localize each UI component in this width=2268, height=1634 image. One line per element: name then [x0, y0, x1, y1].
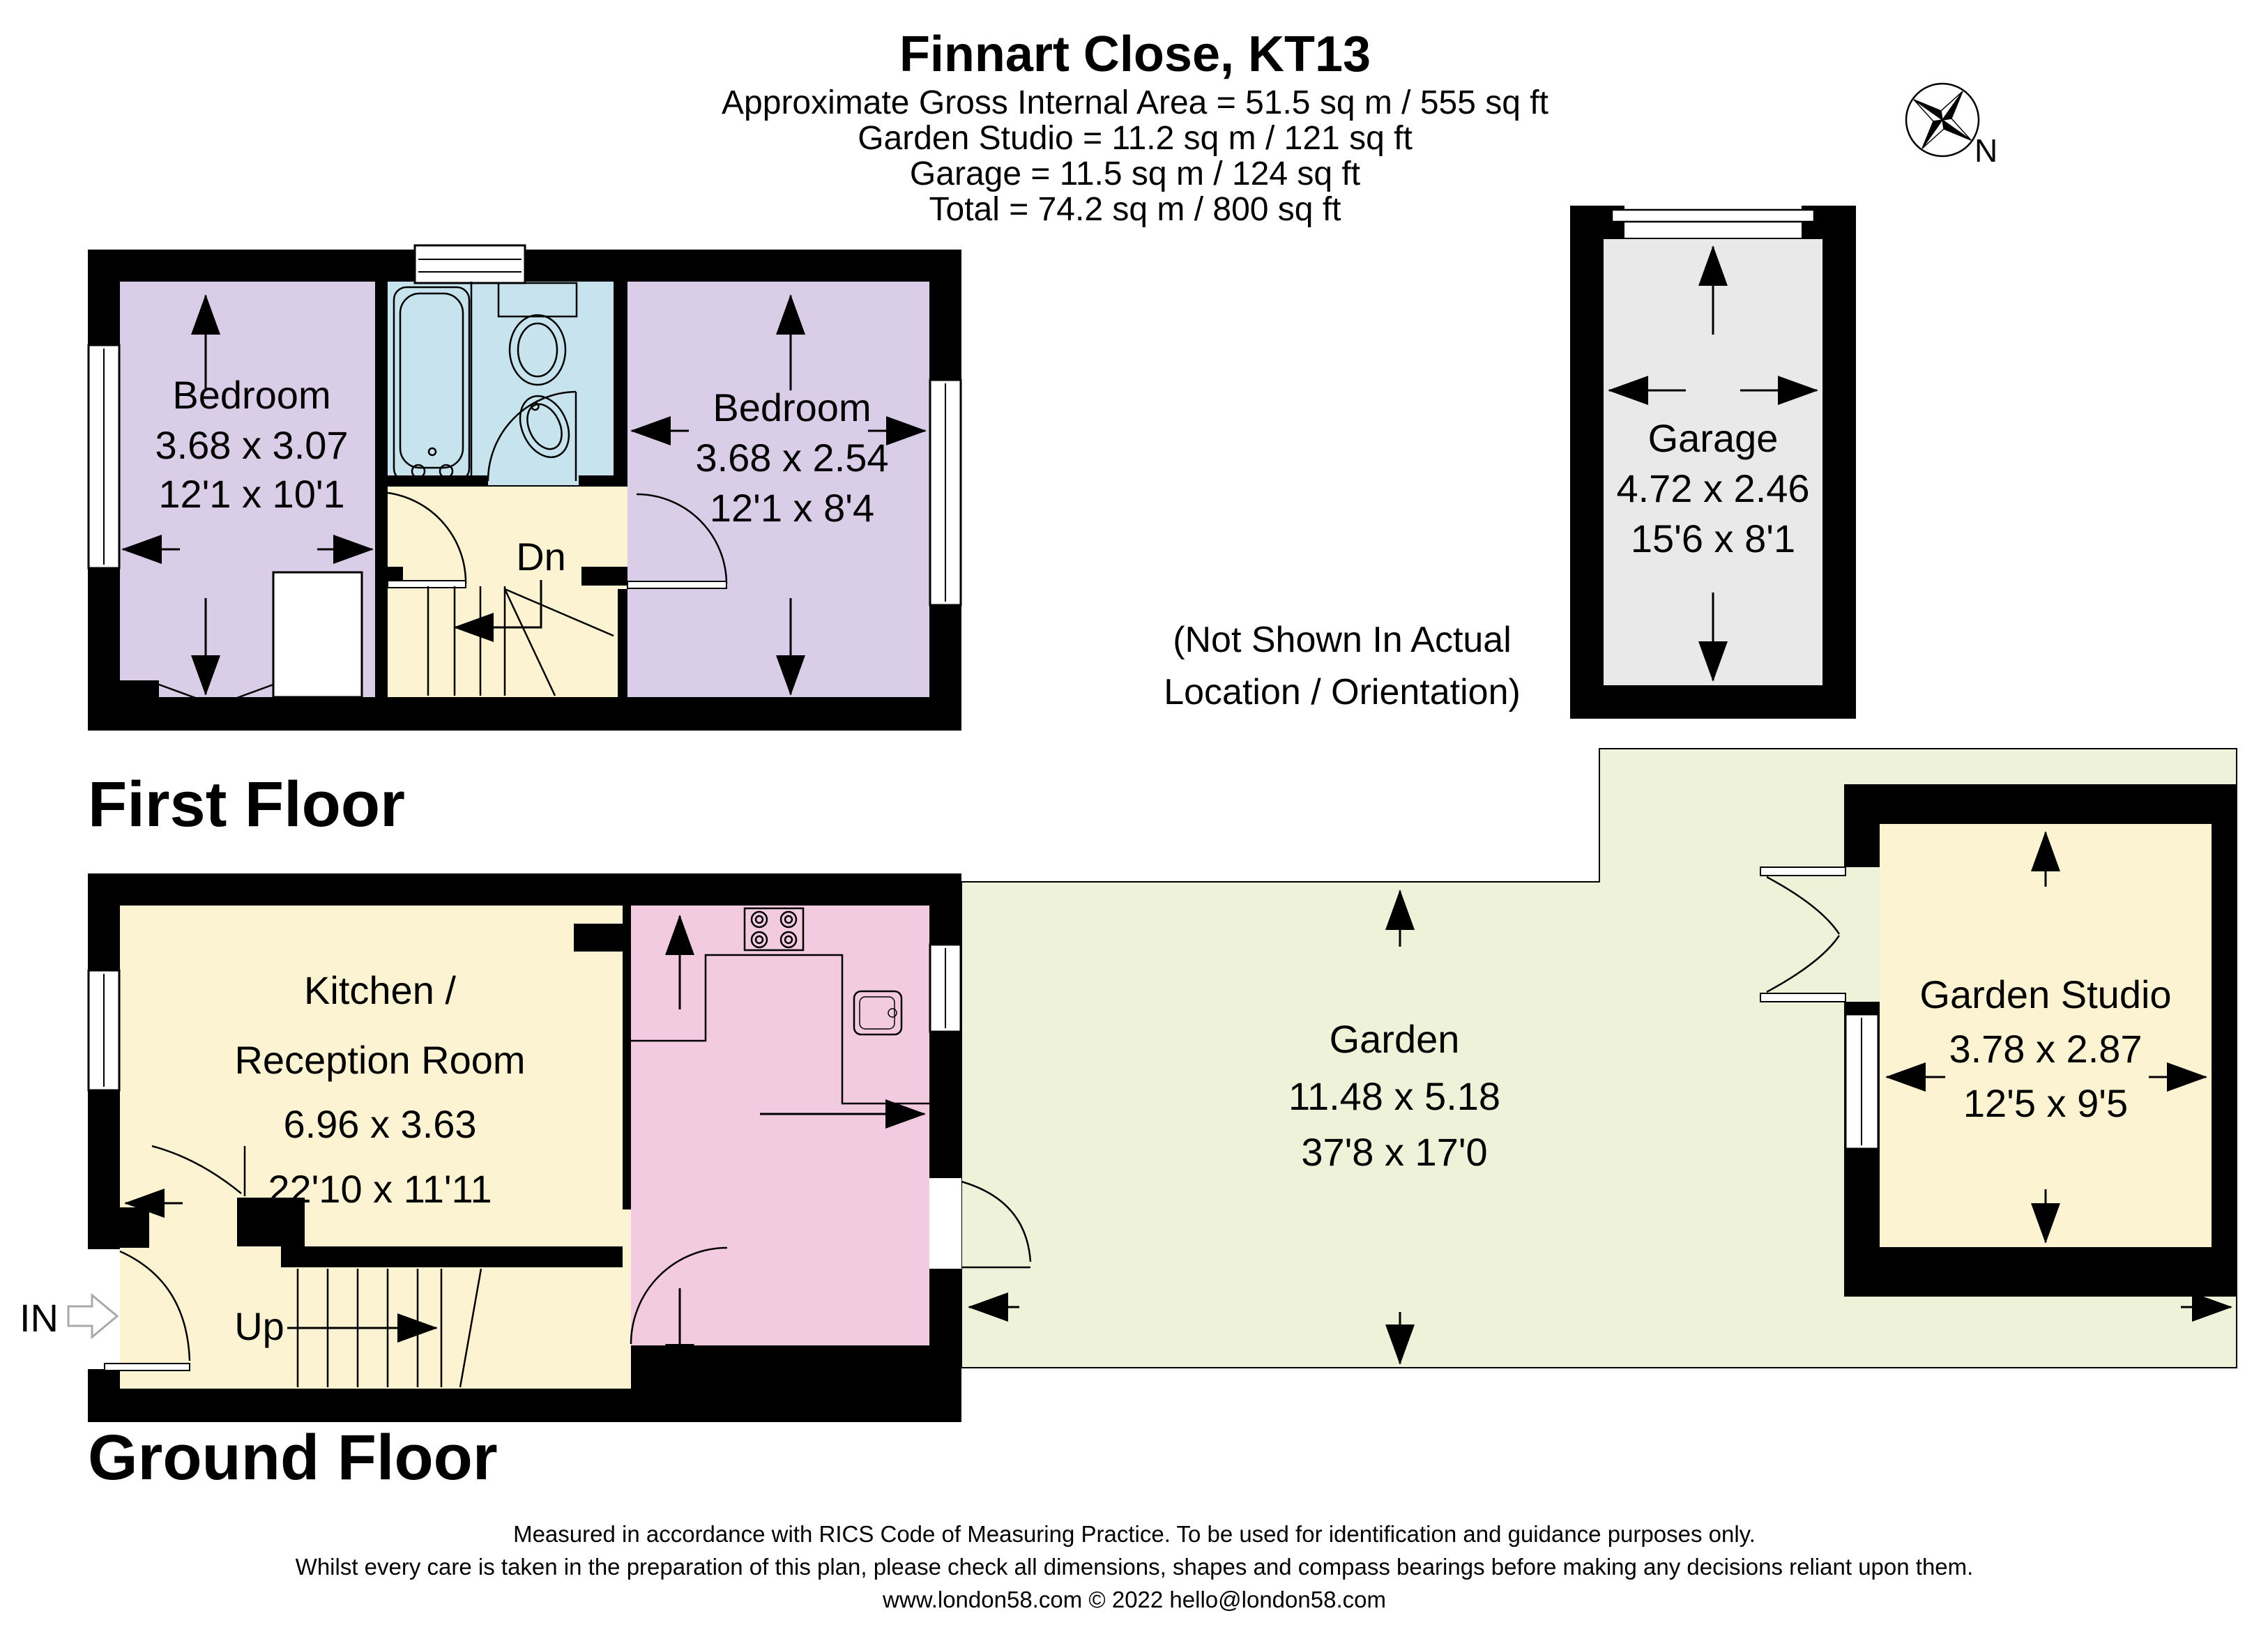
sink-icon: [853, 990, 903, 1036]
stairs-up: [287, 1268, 482, 1388]
garden-door-opening: [929, 1178, 961, 1269]
ground-floor-plan: Up Kitchen / Reception Room 6.96 x 3.63 …: [87, 873, 1032, 1422]
garage-metric: 4.72 x 2.46: [1616, 466, 1809, 510]
studio-door-opening: [1844, 867, 1880, 1002]
stairs-up-label: Up: [234, 1304, 284, 1348]
garage-plan: Garage 4.72 x 2.46 15'6 x 8'1: [1570, 206, 1856, 719]
bedroom-2-floor: [627, 282, 929, 697]
entrance-label: IN: [20, 1296, 59, 1340]
door-arc: [387, 491, 467, 588]
toilet-icon: [497, 282, 578, 386]
stairs-down: [427, 580, 614, 696]
kitchen-name-line1: Kitchen /: [304, 968, 456, 1012]
footer-line3: www.london58.com © 2022 hello@london58.c…: [882, 1587, 1386, 1612]
window: [87, 344, 121, 570]
garage-door-icon: [1611, 208, 1816, 223]
garden-metric: 11.48 x 5.18: [1288, 1074, 1500, 1118]
entrance-arrow-icon: [67, 1292, 119, 1340]
footer-line1: Measured in accordance with RICS Code of…: [513, 1521, 1756, 1547]
bathroom-floor: [388, 282, 614, 485]
kitchen-reception-floor: [120, 906, 631, 1389]
bedroom-2-metric: 3.68 x 2.54: [695, 436, 888, 480]
dimension-arrows: [968, 889, 2232, 1365]
header: Finnart Close, KT13 Approximate Gross In…: [722, 26, 1548, 228]
closet: [272, 571, 363, 698]
garden-imperial: 37'8 x 17'0: [1301, 1130, 1487, 1174]
entrance-in: IN: [20, 1292, 119, 1340]
garden-name: Garden: [1330, 1017, 1460, 1061]
garage-imperial: 15'6 x 8'1: [1631, 517, 1795, 560]
closet-doors: [158, 683, 274, 707]
footer-disclaimer: Measured in accordance with RICS Code of…: [296, 1521, 1974, 1612]
compass-north-label: N: [1974, 132, 1997, 169]
bedroom-2-name: Bedroom: [713, 385, 871, 429]
door-arc: [487, 390, 577, 482]
window: [929, 943, 962, 1033]
landing-floor: [388, 487, 627, 697]
garage-note-line1: (Not Shown In Actual: [1173, 620, 1512, 660]
garden-studio-imperial: 12'5 x 9'5: [1963, 1081, 2128, 1125]
dimension-arrows: [121, 294, 927, 696]
garden-door-arc: [961, 1180, 1032, 1269]
window: [87, 969, 121, 1092]
door-arc: [627, 493, 728, 589]
garden-studio-plan: Garden Studio 3.78 x 2.87 12'5 x 9'5: [1760, 784, 2237, 1297]
first-floor-plan: Dn Bedroom 3.68 x 3.07 12'1 x 10'1 Bedro…: [87, 244, 962, 731]
garage-name: Garage: [1648, 416, 1779, 460]
stairs-down-label: Dn: [516, 535, 566, 579]
compass-icon: N: [1905, 82, 1997, 169]
bedroom-2-imperial: 12'1 x 8'4: [710, 486, 874, 530]
garden-studio-name: Garden Studio: [1919, 972, 2171, 1016]
garage-note-line2: Location / Orientation): [1164, 672, 1521, 712]
ground-floor-heading: Ground Floor: [88, 1422, 498, 1493]
entrance-door-arc: [104, 1250, 191, 1371]
first-floor-heading: First Floor: [88, 769, 405, 840]
kitchen-area-floor: [631, 906, 929, 1345]
header-line: Total = 74.2 sq m / 800 sq ft: [929, 191, 1341, 228]
header-line: Garden Studio = 11.2 sq m / 121 sq ft: [858, 120, 1413, 157]
bathtub-icon: [393, 286, 471, 482]
garden-studio-metric: 3.78 x 2.87: [1949, 1027, 2142, 1071]
bedroom-1-metric: 3.68 x 3.07: [155, 423, 348, 467]
bathroom-window: [413, 244, 526, 284]
door-arc: [151, 1145, 246, 1196]
kitchen-counter: [623, 954, 929, 1105]
dimension-arrows: [124, 915, 926, 1384]
dimension-arrows: [1608, 245, 1818, 682]
header-line: Garage = 11.5 sq m / 124 sq ft: [910, 155, 1360, 192]
header-line: Approximate Gross Internal Area = 51.5 s…: [722, 84, 1548, 121]
kitchen-metric: 6.96 x 3.63: [283, 1102, 476, 1146]
window: [929, 379, 962, 606]
garage-note: (Not Shown In Actual Location / Orientat…: [1164, 620, 1521, 712]
french-doors: [1760, 866, 1846, 1002]
hob-icon: [743, 907, 805, 952]
footer-line2: Whilst every care is taken in the prepar…: [296, 1554, 1974, 1580]
kitchen-imperial: 22'10 x 11'11: [268, 1167, 492, 1211]
page-title: Finnart Close, KT13: [899, 26, 1371, 82]
garden-studio-floor: [1880, 824, 2212, 1247]
bedroom-1-name: Bedroom: [172, 373, 330, 417]
window: [1844, 1013, 1880, 1150]
kitchen-name-line2: Reception Room: [234, 1038, 525, 1082]
dimension-arrows: [1885, 831, 2207, 1244]
door-arc: [630, 1246, 728, 1345]
bedroom-1-imperial: 12'1 x 10'1: [158, 472, 344, 516]
